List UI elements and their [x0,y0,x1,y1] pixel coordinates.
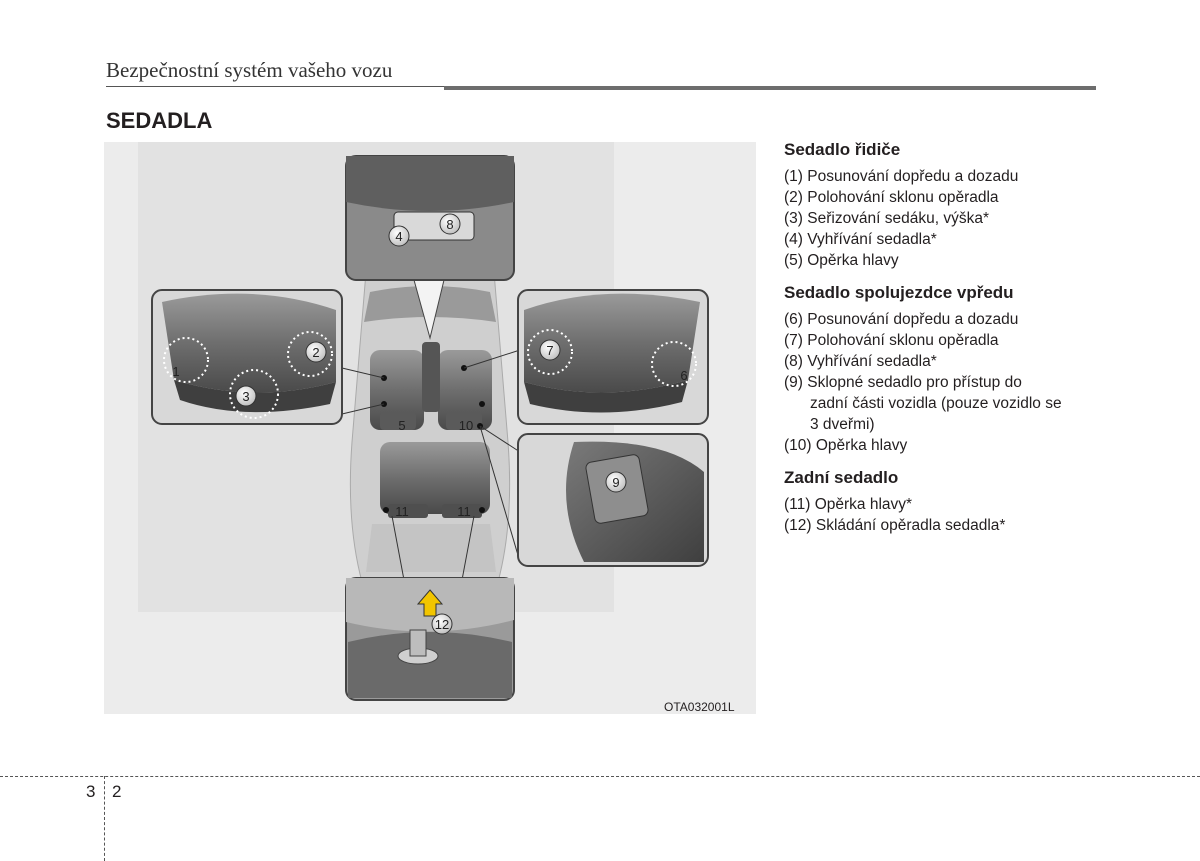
list-item: (2) Polohování sklonu opěradla [784,189,999,206]
list-item-line: (9) Sklopné sedadlo pro přístup do [784,374,1022,391]
callout-driver-seat: 1 2 3 [151,289,385,425]
rear-seat-top [380,442,490,514]
list-item: (3) Seřizování sedáku, výška* [784,210,990,227]
list-item-line: zadní části vozidla (pouze vozidlo se [810,395,1062,412]
callout-passenger-seat: 7 6 [463,289,709,425]
label-2: 2 [312,345,319,360]
label-6: 6 [680,368,687,383]
list-item: (11) Opěrka hlavy* [784,496,913,513]
label-3: 3 [242,389,249,404]
list-item: (6) Posunování dopředu a dozadu [784,311,1019,328]
group-driver-seat: Sedadlo řidiče (1) Posunování dopředu a … [784,140,1104,271]
label-9: 9 [612,475,619,490]
label-1: 1 [172,364,179,379]
list-item: (12) Skládání opěradla sedadla* [784,517,1006,534]
list-item: (5) Opěrka hlavy [784,252,899,269]
callout-fold-lever: 9 [479,425,709,567]
callout-rear-fold: 12 [345,515,515,701]
group-heading: Sedadlo spolujezdce vpředu [784,283,1014,302]
group-heading: Zadní sedadlo [784,468,899,487]
header-rule-thick [444,86,1096,90]
label-8: 8 [446,217,453,232]
group-heading: Sedadlo řidiče [784,140,901,159]
list-item-multiline: (9) Sklopné sedadlo pro přístup do zadní… [784,372,1104,435]
seats-illustration-svg: 4 8 1 2 3 7 [104,142,756,714]
list-item: (8) Vyhřívání sedadla* [784,353,937,370]
label-4: 4 [395,229,402,244]
section-title: SEDADLA [106,108,213,133]
label-11-left: 11 [395,504,409,519]
page-number: 2 [112,782,122,801]
running-header: Bezpečnostní systém vašeho vozu [106,58,393,82]
group-rear-seat: Zadní sedadlo (11) Opěrka hlavy* (12) Sk… [784,468,1104,536]
seat-functions-list: Sedadlo řidiče (1) Posunování dopředu a … [784,140,1104,548]
callout-heater-switches: 4 8 [345,155,515,340]
label-5: 5 [398,418,405,433]
chapter-number: 3 [86,782,96,801]
label-12: 12 [435,617,449,632]
car-top-view [349,251,511,583]
list-item: (10) Opěrka hlavy [784,437,908,454]
group-passenger-seat: Sedadlo spolujezdce vpředu (6) Posunován… [784,283,1104,456]
label-7: 7 [546,343,553,358]
driver-seat-top [370,350,424,430]
passenger-seat-top [438,350,492,430]
list-item-line: 3 dveřmi) [810,416,875,433]
figure-code: OTA032001L [664,700,735,714]
list-item: (1) Posunování dopředu a dozadu [784,168,1019,185]
label-11-right: 11 [457,504,471,519]
label-10: 10 [459,418,473,433]
footer-rule [0,776,1200,777]
footer-vertical-rule [104,776,105,861]
list-item: (7) Polohování sklonu opěradla [784,332,999,349]
seats-illustration: 4 8 1 2 3 7 [104,142,756,714]
list-item: (4) Vyhřívání sedadla* [784,231,937,248]
